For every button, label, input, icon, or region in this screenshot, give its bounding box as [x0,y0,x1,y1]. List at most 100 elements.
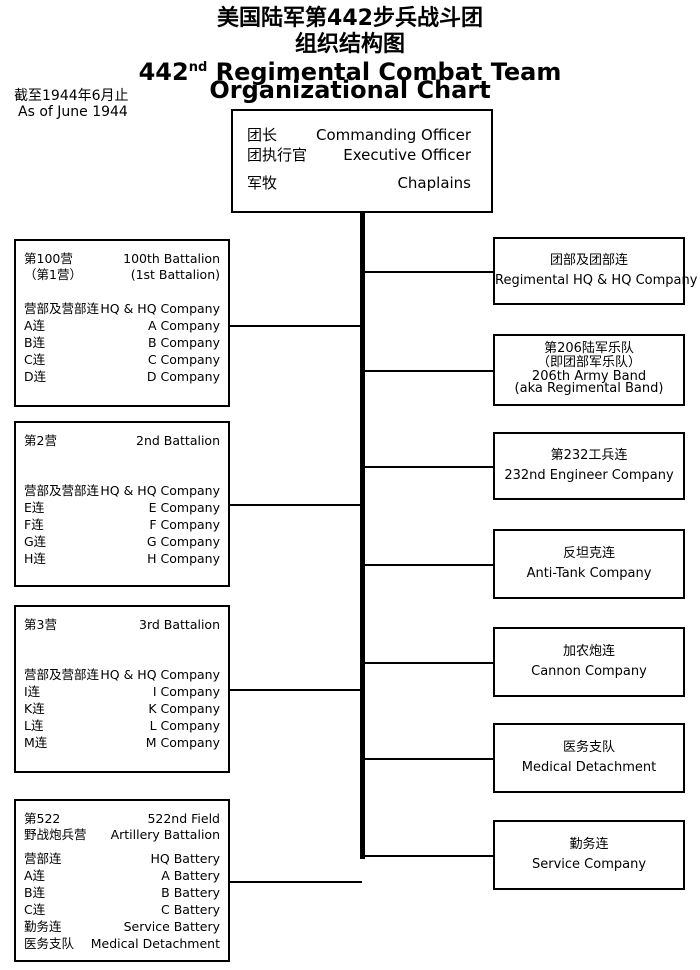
battalion-name-en: 100th Battalion [123,251,220,266]
unit-name-en: G Company [146,534,220,549]
unit-name-cn: B连 [24,885,46,900]
unit-name-cn: H连 [24,551,46,566]
support-unit-label: 第232工兵连 [550,448,628,463]
support-unit-label: Regimental HQ & HQ Company [495,273,698,288]
unit-name-cn: 营部及营部连 [24,483,100,498]
unit-name-en: Medical Detachment [90,936,220,951]
support-unit-label: 232nd Engineer Company [504,468,674,483]
unit-name-en: A Battery [161,868,220,883]
unit-name-cn: B连 [24,335,46,350]
support-unit-label: 加农炮连 [562,644,615,659]
command-role-en: Chaplains [397,174,471,192]
support-connector-line [362,370,493,372]
unit-name-cn: F连 [24,517,44,532]
unit-name-cn: E连 [24,500,45,515]
title-en-number: 442 [138,58,189,86]
battalion-name-en: 3rd Battalion [139,617,220,632]
unit-name-en: C Company [147,352,220,367]
unit-name-cn: I连 [24,684,41,699]
support-unit-label: 勤务连 [569,837,609,852]
date-note: 截至1944年6月止 As of June 1944 [14,88,129,120]
support-unit-label: （即团部军乐队） [536,355,641,370]
date-cn: 截至1944年6月止 [14,88,129,104]
unit-name-en: HQ & HQ Company [100,301,220,316]
support-unit-box: 反坦克连 Anti-Tank Company [493,529,685,599]
unit-name-cn: A连 [24,318,46,333]
battalion-name-cn: 第3营 [24,617,57,632]
unit-name-cn: C连 [24,352,46,367]
battalion-name-en: 522nd Field [147,811,220,826]
main-trunk-line [360,211,365,859]
support-unit-box: 第232工兵连 232nd Engineer Company [493,432,685,500]
support-unit-label: 第206陆军乐队 [544,341,634,356]
title-cn-line1: 美国陆军第442步兵战斗团 [217,6,483,31]
command-role-en: Commanding Officer [315,126,471,144]
unit-name-cn: D连 [24,369,47,384]
support-connector-line [362,564,493,566]
title-cn-line2: 组织结构图 [294,32,405,57]
support-connector-line [362,466,493,468]
unit-name-en: L Company [149,718,220,733]
battalion-name-cn: （第1营） [24,267,82,282]
title-en-line1: 442nd Regimental Combat Team [0,56,700,84]
unit-name-en: F Company [149,517,220,532]
support-connector-line [362,271,493,273]
battalion-name-cn: 第2营 [24,433,57,448]
title-en-superscript: nd [188,60,208,75]
unit-name-cn: C连 [24,902,46,917]
battalion-connector-line [230,689,362,691]
unit-name-en: I Company [152,684,220,699]
unit-name-cn: 勤务连 [24,919,62,934]
support-unit-label: Cannon Company [531,664,647,679]
title-en-line2: Organizational Chart [209,76,491,104]
unit-name-en: HQ & HQ Company [100,667,220,682]
support-unit-box: 勤务连 Service Company [493,820,685,890]
unit-name-en: M Company [145,735,220,750]
support-unit-label: 206th Army Band [531,369,647,384]
battalion-connector-line [230,504,362,506]
battalion-name-en: (1st Battalion) [130,267,220,282]
support-unit-box: 第206陆军乐队（即团部军乐队）206th Army Band(aka Regi… [493,334,685,406]
unit-name-en: HQ & HQ Company [100,483,220,498]
unit-name-en: Service Battery [123,919,220,934]
unit-name-cn: 医务支队 [24,936,75,951]
unit-name-en: D Company [146,369,220,384]
battalion-connector-line [230,881,362,883]
unit-name-cn: L连 [24,718,44,733]
battalion-name-cn: 野战炮兵营 [24,827,87,842]
unit-name-en: A Company [148,318,220,333]
support-connector-line [362,758,493,760]
unit-name-en: E Company [148,500,220,515]
date-en: As of June 1944 [18,104,128,120]
unit-name-en: B Battery [161,885,220,900]
support-unit-label: 医务支队 [562,740,615,755]
command-role-cn: 军牧 [247,174,278,192]
support-unit-box: 加农炮连 Cannon Company [493,627,685,697]
unit-name-cn: A连 [24,868,46,883]
unit-name-en: C Battery [161,902,220,917]
command-role-cn: 团长 [247,126,278,144]
unit-name-cn: 营部连 [24,851,62,866]
command-role-en: Executive Officer [343,146,471,164]
unit-name-en: B Company [147,335,220,350]
support-unit-label: Service Company [531,857,647,872]
battalion-name-cn: 第100营 [24,251,73,266]
unit-name-cn: G连 [24,534,47,549]
unit-name-cn: M连 [24,735,48,750]
battalion-box: 第100营（第1营） 100th Battalion(1st Battalion)… [14,239,230,407]
command-box: 团长 Commanding Officer 团执行官 Executive Office… [231,109,493,213]
battalion-connector-line [230,325,362,327]
unit-name-cn: 营部及营部连 [24,667,100,682]
support-unit-label: 反坦克连 [562,546,615,561]
support-unit-label: Anti-Tank Company [526,566,652,581]
unit-name-cn: K连 [24,701,45,716]
support-connector-line [362,855,493,857]
unit-name-en: HQ Battery [150,851,220,866]
command-role-cn: 团执行官 [247,146,308,164]
title-en-rest: Regimental Combat Team [207,58,562,86]
